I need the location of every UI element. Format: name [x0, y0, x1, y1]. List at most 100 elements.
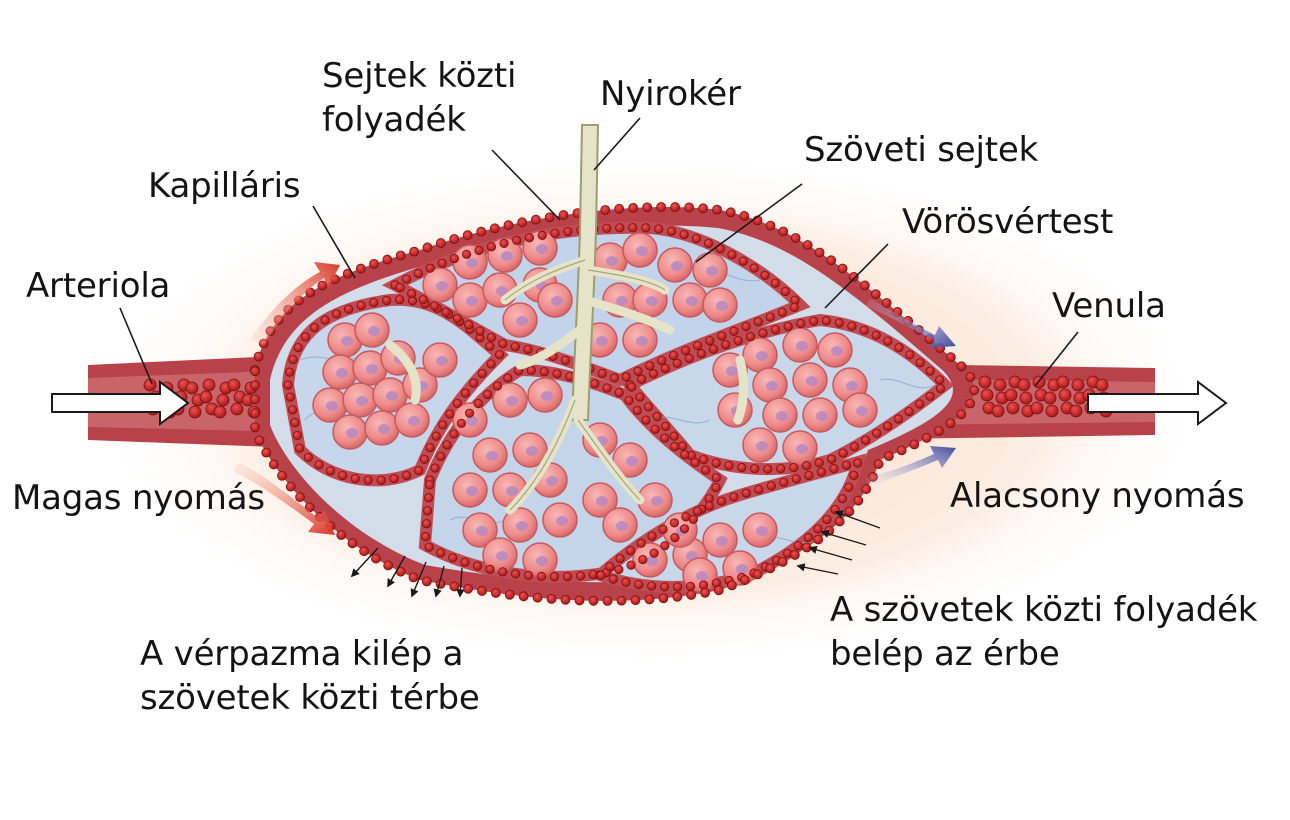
red-blood-cell	[925, 391, 935, 401]
red-blood-cell	[803, 533, 813, 543]
red-blood-cell	[978, 375, 992, 389]
red-blood-cell	[615, 223, 625, 233]
cell-nucleus	[606, 256, 618, 266]
red-blood-cell	[870, 289, 881, 300]
red-blood-cell	[670, 533, 680, 543]
red-blood-cell	[303, 452, 313, 463]
red-blood-cell	[656, 202, 667, 212]
red-blood-cell	[185, 381, 199, 395]
red-blood-cell	[848, 271, 859, 282]
cell-nucleus	[516, 316, 528, 326]
red-blood-cell	[504, 589, 515, 600]
red-blood-cell	[347, 538, 358, 549]
red-blood-cell	[861, 435, 871, 445]
red-blood-cell	[512, 235, 522, 246]
cell-nucleus	[506, 486, 518, 496]
red-blood-cell	[295, 492, 305, 503]
red-blood-cell	[460, 388, 470, 398]
red-blood-cell	[460, 557, 470, 567]
red-blood-cell	[645, 361, 655, 371]
red-blood-cell	[624, 395, 634, 406]
red-blood-cell	[419, 454, 430, 464]
red-blood-cell	[678, 441, 688, 451]
red-blood-cell	[849, 470, 859, 481]
red-blood-cell	[814, 247, 825, 258]
cell-nucleus	[651, 496, 663, 506]
red-blood-cell	[517, 217, 528, 228]
red-blood-cell	[350, 473, 360, 484]
red-blood-cell	[741, 321, 751, 332]
red-blood-cell	[737, 462, 747, 473]
red-blood-cell	[669, 431, 679, 441]
cell-nucleus	[336, 368, 348, 378]
red-blood-cell	[680, 450, 690, 460]
red-blood-cell	[464, 408, 475, 418]
cell-nucleus	[736, 564, 748, 574]
cell-nucleus	[326, 401, 338, 411]
red-blood-cell	[666, 226, 677, 236]
red-blood-cell	[437, 258, 447, 268]
cell-nucleus	[436, 281, 448, 291]
red-blood-cell	[227, 378, 241, 392]
red-blood-cell	[355, 263, 366, 274]
red-blood-cell	[905, 350, 915, 360]
red-blood-cell	[658, 593, 669, 604]
cell-nucleus	[646, 296, 658, 306]
cell-nucleus	[626, 456, 638, 466]
red-blood-cell	[250, 408, 260, 419]
red-blood-cell	[750, 464, 760, 474]
red-blood-cell	[602, 223, 612, 233]
red-blood-cell	[647, 531, 657, 541]
red-blood-cell	[199, 390, 213, 404]
red-blood-cell	[679, 524, 690, 534]
cell-nucleus	[796, 341, 808, 351]
red-blood-cell	[213, 405, 227, 419]
red-blood-cell	[933, 426, 944, 436]
red-blood-cell	[436, 548, 446, 558]
red-blood-cell	[945, 418, 956, 429]
low-pressure-arrow-top	[866, 298, 956, 348]
red-blood-cell	[288, 354, 298, 365]
red-blood-cell	[822, 514, 832, 525]
red-blood-cell	[738, 256, 748, 266]
red-blood-cell	[424, 542, 434, 552]
red-blood-cell	[608, 574, 618, 584]
cell-nucleus	[526, 446, 538, 456]
red-blood-cell	[1043, 391, 1057, 405]
red-blood-cell	[669, 518, 679, 528]
red-blood-cell	[834, 516, 845, 527]
cell-nucleus	[466, 486, 478, 496]
cell-nucleus	[368, 326, 380, 336]
red-blood-cell	[486, 242, 497, 252]
red-blood-cell	[407, 288, 417, 299]
label-vorosvertest: Vörösvértest	[902, 202, 1114, 242]
red-blood-cell	[472, 561, 483, 571]
red-blood-cell	[511, 569, 521, 579]
red-blood-cell	[621, 372, 631, 382]
red-blood-cell	[980, 388, 994, 402]
cell-nucleus	[551, 296, 563, 306]
red-blood-cell	[693, 340, 703, 351]
label-sejtek-kozti-folyadek-line1: Sejtek közti	[322, 56, 517, 96]
red-blood-cell	[476, 226, 487, 237]
cell-nucleus	[806, 376, 818, 386]
red-blood-cell	[464, 320, 474, 330]
red-blood-cell	[643, 402, 654, 412]
red-blood-cell	[422, 519, 432, 529]
red-blood-cell	[965, 398, 976, 409]
red-blood-cell	[793, 541, 803, 551]
red-blood-cell	[965, 372, 976, 382]
red-blood-cell	[250, 366, 260, 377]
red-blood-cell	[802, 240, 813, 250]
red-blood-cell	[708, 344, 719, 354]
red-blood-cell	[431, 431, 441, 441]
red-blood-cell	[1095, 378, 1109, 392]
red-blood-cell	[915, 358, 925, 368]
red-blood-cell	[473, 398, 483, 409]
red-blood-cell	[1056, 375, 1070, 389]
red-blood-cell	[449, 429, 459, 439]
red-blood-cell	[991, 404, 1005, 418]
red-blood-cell	[700, 587, 710, 598]
red-blood-cell	[449, 254, 459, 264]
red-blood-cell	[717, 331, 727, 341]
